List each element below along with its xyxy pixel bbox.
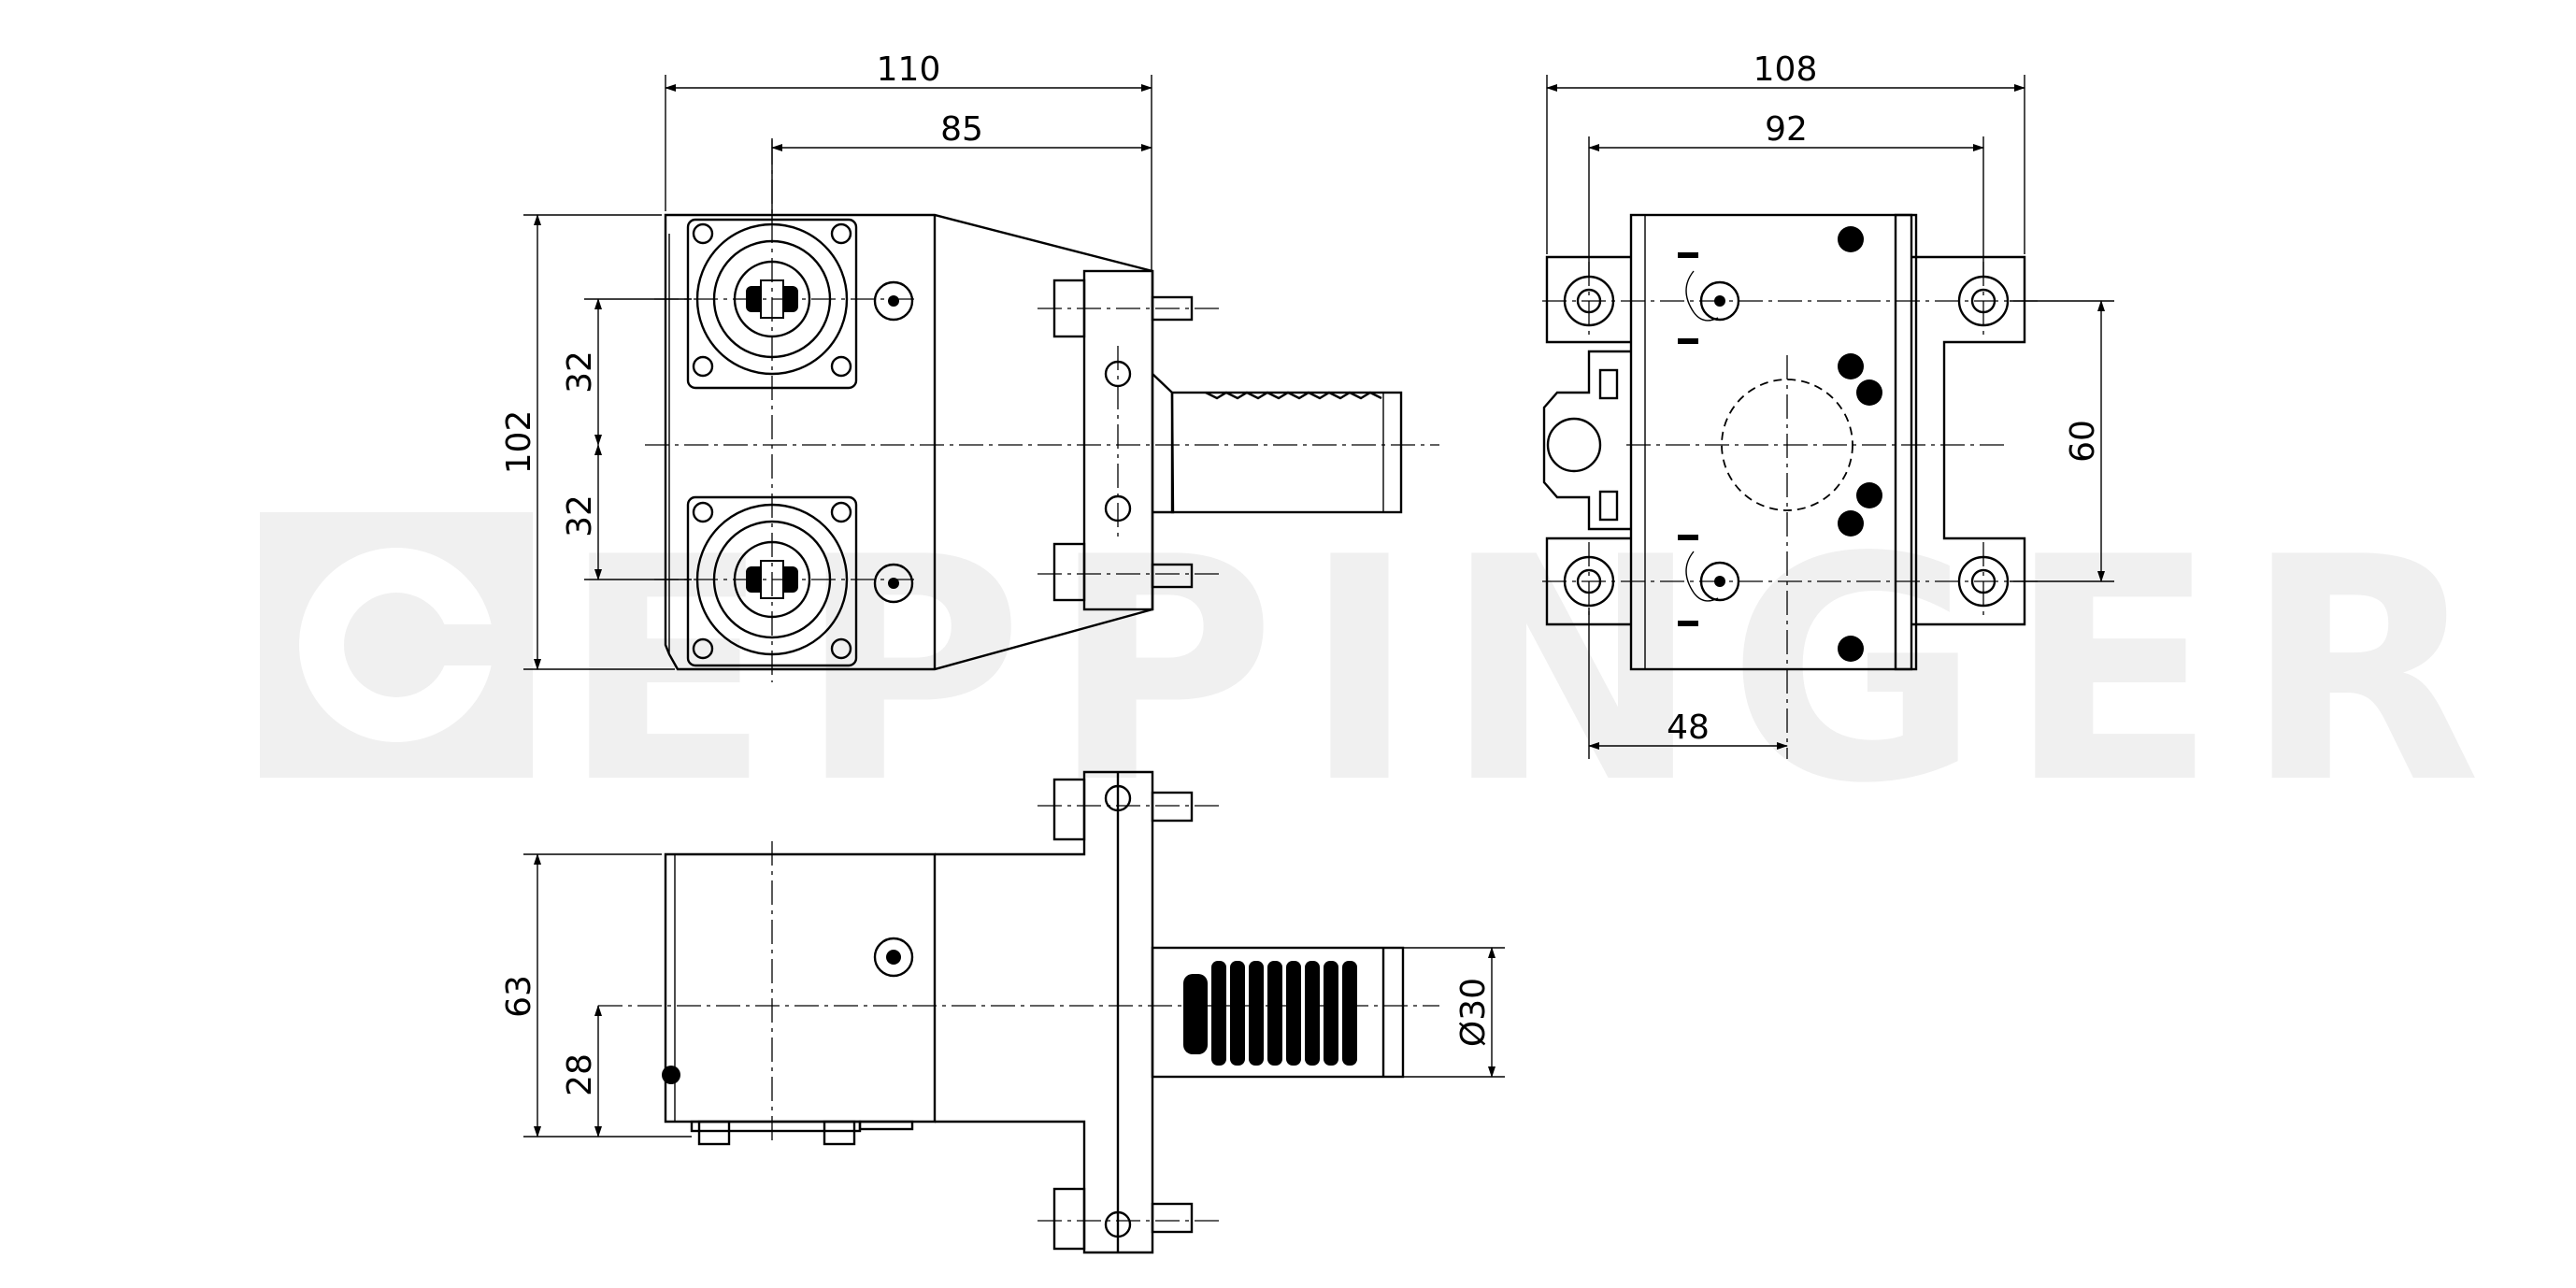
dim-48: 48 [1667, 708, 1710, 747]
dim-32-lower: 32 [561, 494, 599, 537]
watermark: EPPINGER [260, 492, 2508, 851]
dim-85: 85 [940, 110, 983, 149]
dim-28: 28 [561, 1053, 599, 1096]
dim-60: 60 [2064, 420, 2102, 463]
front-view: 110 85 102 32 32 [500, 50, 1439, 682]
watermark-text: EPPINGER [561, 492, 2508, 851]
dim-108: 108 [1753, 50, 1818, 89]
eppinger-logo-icon [260, 512, 533, 778]
shank-grooves [1211, 961, 1357, 1066]
side-view: 108 92 60 48 [1542, 50, 2114, 759]
dim-92: 92 [1765, 110, 1808, 149]
dim-110: 110 [877, 50, 941, 89]
dim-102: 102 [500, 410, 538, 475]
dim-32-upper: 32 [561, 351, 599, 394]
top-view: 63 28 Ø30 [500, 770, 1505, 1254]
dim-63: 63 [500, 975, 538, 1018]
dim-diameter-30: Ø30 [1454, 978, 1493, 1047]
